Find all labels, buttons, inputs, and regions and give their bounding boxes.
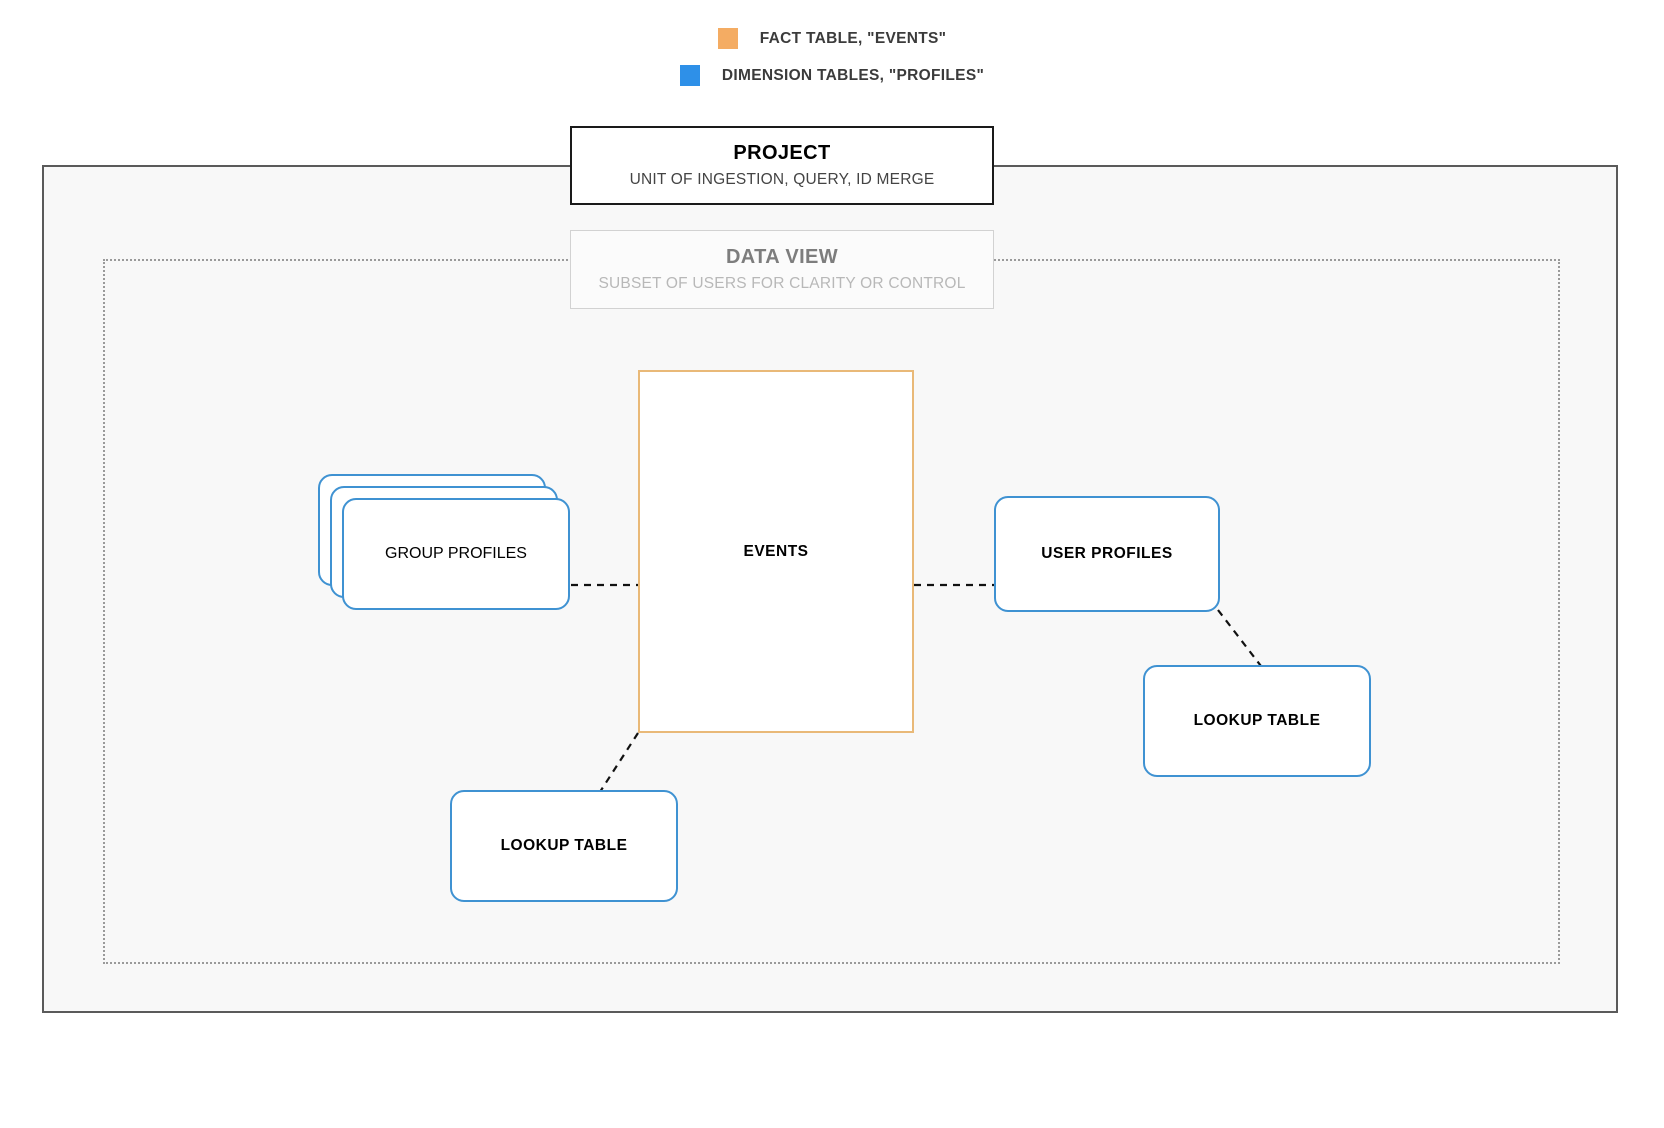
data-view-title: DATA VIEW: [725, 246, 839, 268]
project-title: PROJECT: [733, 142, 831, 164]
legend-label-fact-table: FACT TABLE, "EVENTS": [759, 29, 947, 47]
fact-table-swatch: [717, 28, 738, 49]
node-events[interactable]: EVENTS: [638, 370, 914, 733]
node-group-profiles-label: GROUP PROFILES: [385, 545, 527, 562]
data-view-title-card: DATA VIEW SUBSET OF USERS FOR CLARITY OR…: [570, 230, 994, 309]
node-lookup-table-left-label: LOOKUP TABLE: [500, 837, 628, 854]
group-profiles-stack-layer-front[interactable]: GROUP PROFILES: [342, 498, 570, 610]
node-lookup-table-right[interactable]: LOOKUP TABLE: [1143, 665, 1371, 777]
node-lookup-table-left[interactable]: LOOKUP TABLE: [450, 790, 678, 902]
legend-item-fact-table: FACT TABLE, "EVENTS": [717, 28, 947, 49]
project-subtitle: UNIT OF INGESTION, QUERY, ID MERGE: [629, 171, 935, 188]
data-view-subtitle: SUBSET OF USERS FOR CLARITY OR CONTROL: [598, 275, 966, 292]
node-group-profiles[interactable]: GROUP PROFILES: [318, 474, 570, 610]
legend-label-dimension-tables: DIMENSION TABLES, "PROFILES": [721, 66, 985, 84]
legend: FACT TABLE, "EVENTS" DIMENSION TABLES, "…: [0, 28, 1664, 86]
node-lookup-table-right-label: LOOKUP TABLE: [1193, 712, 1321, 729]
node-events-label: EVENTS: [743, 542, 809, 560]
dimension-tables-swatch: [679, 65, 700, 86]
legend-item-dimension-tables: DIMENSION TABLES, "PROFILES": [679, 65, 985, 86]
node-user-profiles-label: USER PROFILES: [1041, 545, 1173, 562]
node-user-profiles[interactable]: USER PROFILES: [994, 496, 1220, 612]
project-title-card: PROJECT UNIT OF INGESTION, QUERY, ID MER…: [570, 126, 994, 205]
